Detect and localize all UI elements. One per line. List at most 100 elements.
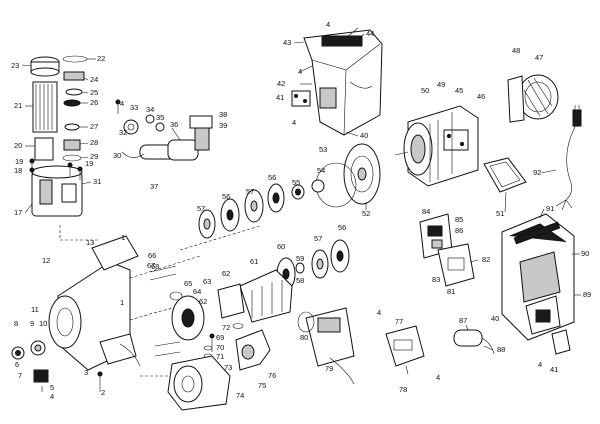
callout-43: 43 [283, 38, 291, 47]
callout-84: 84 [422, 207, 430, 216]
callout-25: 25 [90, 88, 98, 97]
callout-1: 1 [121, 233, 125, 242]
callout-73: 73 [224, 363, 232, 372]
callout-34: 34 [146, 105, 154, 114]
callout-5: 5 [50, 383, 54, 392]
callout-4-low: 4 [292, 118, 296, 127]
callout-57c: 57 [314, 234, 322, 243]
callout-50: 50 [421, 86, 429, 95]
motor [394, 105, 479, 187]
capacitor [453, 329, 495, 355]
callout-57b: 57 [246, 187, 254, 196]
pressure-switch [385, 325, 425, 375]
callout-11: 11 [31, 305, 39, 314]
callout-28: 28 [90, 138, 98, 147]
callout-78: 78 [399, 385, 407, 394]
callout-39: 39 [219, 121, 227, 130]
callout-41: 41 [276, 93, 284, 102]
callout-42: 42 [277, 79, 285, 88]
callout-60: 60 [277, 242, 285, 251]
callout-4-pipe: 4 [120, 99, 124, 108]
callout-2: 2 [101, 388, 105, 397]
callout-88: 88 [497, 345, 505, 354]
main-housing [501, 213, 575, 341]
callout-32: 32 [119, 128, 127, 137]
callout-30: 30 [113, 151, 121, 160]
callout-9: 9 [30, 319, 34, 328]
callout-62: 62 [222, 269, 230, 278]
callout-26: 26 [90, 98, 98, 107]
callout-86: 86 [455, 226, 463, 235]
callout-21: 21 [14, 101, 22, 110]
callout-12: 12 [42, 256, 50, 265]
callout-56c: 56 [268, 173, 276, 182]
control-box-housing [291, 27, 383, 136]
callout-6: 6 [15, 360, 19, 369]
callout-54: 54 [317, 166, 325, 175]
callout-87: 87 [459, 316, 467, 325]
callout-19: 19 [15, 157, 23, 166]
callout-63: 63 [203, 277, 211, 286]
callout-51: 51 [496, 209, 504, 218]
callout-75: 75 [258, 381, 266, 390]
callout-4: 4 [50, 392, 54, 401]
bolts [97, 265, 181, 392]
callout-69: 69 [216, 333, 224, 342]
callout-79: 79 [325, 364, 333, 373]
callout-8: 8 [14, 319, 18, 328]
callout-49: 49 [437, 80, 445, 89]
drain-plug-assembly [11, 340, 49, 392]
callout-3: 3 [84, 368, 88, 377]
callout-80: 80 [300, 333, 308, 342]
callout-90: 90 [581, 249, 589, 258]
callout-38: 38 [219, 110, 227, 119]
callout-53: 53 [319, 145, 327, 154]
callout-40: 40 [360, 131, 368, 140]
filter-assembly [30, 55, 88, 217]
pipe-connectors [115, 99, 213, 161]
callout-65: 65 [184, 279, 192, 288]
callout-22: 22 [97, 54, 105, 63]
screws-18-19 [29, 158, 83, 180]
callout-17: 17 [14, 208, 22, 217]
callout-57: 57 [197, 204, 205, 213]
callout-74: 74 [236, 391, 244, 400]
assembly-guides [59, 225, 261, 377]
callout-62b: 62 [199, 297, 207, 306]
callout-4-switch: 4 [436, 373, 440, 382]
callout-33: 33 [130, 103, 138, 112]
gasket-plate [483, 157, 527, 193]
callout-52: 52 [362, 209, 370, 218]
callout-83: 83 [432, 275, 440, 284]
diffuser-housing [169, 269, 293, 341]
callout-4-top: 4 [326, 20, 330, 29]
callout-41b: 41 [550, 365, 558, 374]
callout-31: 31 [93, 177, 101, 186]
callout-67: 67 [147, 261, 155, 270]
callout-7: 7 [18, 371, 22, 380]
pump-flange [291, 143, 381, 208]
volute [167, 355, 231, 411]
callout-64: 64 [193, 287, 201, 296]
leader-lines [21, 33, 581, 351]
callout-labels: 1 1 2 3 4 4 4 4 4 4 4 4 5 6 7 8 9 10 11 … [11, 20, 591, 401]
callout-66: 66 [148, 251, 156, 260]
callout-47: 47 [535, 53, 543, 62]
housing-side-clip [551, 329, 571, 355]
board-cover [437, 243, 475, 287]
callout-35: 35 [156, 113, 164, 122]
callout-68: 68 [151, 262, 159, 271]
callout-18: 18 [14, 166, 22, 175]
callout-27: 27 [90, 122, 98, 131]
callout-4-housing: 4 [538, 360, 542, 369]
callout-19b: 19 [85, 159, 93, 168]
callout-82: 82 [482, 255, 490, 264]
callout-72: 72 [222, 323, 230, 332]
callout-13: 13 [86, 238, 94, 247]
callout-29: 29 [90, 152, 98, 161]
callout-89: 89 [583, 290, 591, 299]
callout-91: 91 [546, 204, 554, 213]
callout-40b: 40 [491, 314, 499, 323]
callout-24: 24 [90, 75, 98, 84]
